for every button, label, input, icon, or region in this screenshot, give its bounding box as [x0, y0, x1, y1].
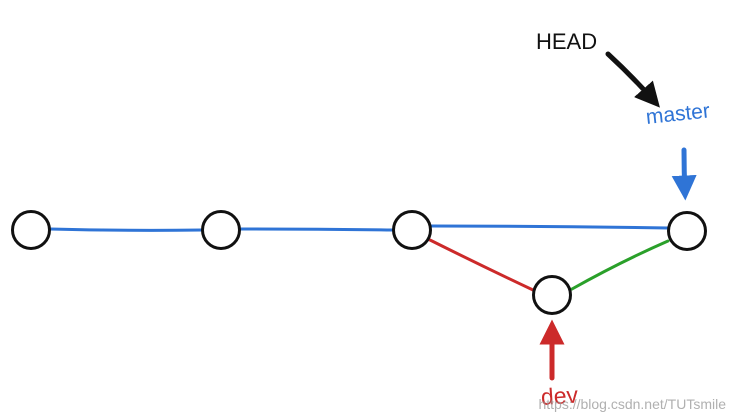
edge-master-1: [48, 227, 204, 232]
watermark-text: https://blog.csdn.net/TUTsmile: [538, 396, 726, 412]
head-label: HEAD: [536, 29, 598, 54]
edge-master-2: [239, 227, 395, 232]
commit-node-2: [201, 210, 241, 250]
commit-node-1: [11, 210, 51, 250]
edge-master-3: [429, 224, 670, 230]
master-pointer-arrow: [671, 147, 697, 201]
edge-dev-branch: [428, 238, 535, 292]
commit-node-dev-tip: [532, 275, 572, 315]
head-pointer-arrow: [605, 51, 660, 108]
edge-merge: [570, 239, 670, 291]
commit-node-3: [392, 210, 432, 250]
commit-node-master-tip: [667, 211, 707, 251]
